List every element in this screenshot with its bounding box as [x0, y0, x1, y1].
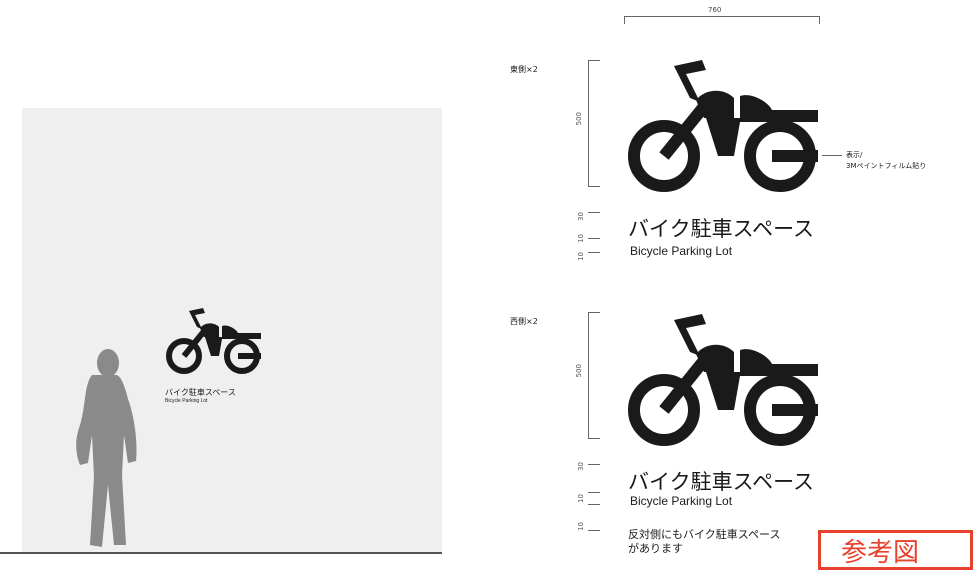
west-note-2: があります: [628, 542, 683, 555]
height-dimension-label: 500: [575, 364, 583, 378]
dim-tick: [588, 238, 600, 239]
height-dimension-line: [588, 312, 589, 438]
dim-tick: [588, 212, 600, 213]
motorcycle-icon: [622, 312, 822, 452]
floor-line: [0, 552, 442, 554]
dim-tick: [588, 186, 600, 187]
dim-tick: [819, 16, 820, 24]
width-dimension-line: [624, 16, 820, 17]
west-title-en: Bicycle Parking Lot: [630, 494, 733, 508]
motorcycle-icon: [161, 307, 265, 377]
dim-tick: [588, 438, 600, 439]
width-dimension-label: 760: [708, 6, 722, 14]
height-dimension-label: 500: [575, 112, 583, 126]
west-title-ja: バイク駐車スペース: [628, 470, 815, 494]
dim-tick: [588, 464, 600, 465]
west-note-1: 反対側にもバイク駐車スペース: [628, 528, 781, 541]
small-dim-2: 10: [577, 494, 585, 503]
dim-tick: [588, 252, 600, 253]
motorcycle-icon: [622, 58, 822, 198]
human-silhouette-icon: [76, 349, 137, 547]
material-note-1: 表示/: [846, 151, 863, 159]
east-title-en: Bicycle Parking Lot: [630, 244, 733, 258]
small-dim-1: 30: [577, 462, 585, 471]
small-dim-3: 10: [577, 522, 585, 531]
dim-tick: [588, 504, 600, 505]
small-dim-3: 10: [577, 252, 585, 261]
small-dim-2: 10: [577, 234, 585, 243]
east-title-ja: バイク駐車スペース: [628, 217, 815, 241]
material-note-2: 3Mペイントフィルム貼り: [846, 162, 927, 170]
dim-tick: [588, 492, 600, 493]
dim-tick: [624, 16, 625, 24]
east-side-label: 東側×2: [510, 65, 538, 74]
dim-tick: [588, 60, 600, 61]
leader-line: [822, 155, 842, 156]
small-dim-1: 30: [577, 212, 585, 221]
dim-tick: [588, 530, 600, 531]
reference-stamp: 参考図: [818, 530, 973, 570]
preview-title-ja: バイク駐車スペース: [165, 388, 236, 397]
height-dimension-line: [588, 60, 589, 186]
preview-title-en: Bicycle Parking Lot: [165, 398, 208, 404]
dim-tick: [588, 312, 600, 313]
west-side-label: 西側×2: [510, 317, 538, 326]
